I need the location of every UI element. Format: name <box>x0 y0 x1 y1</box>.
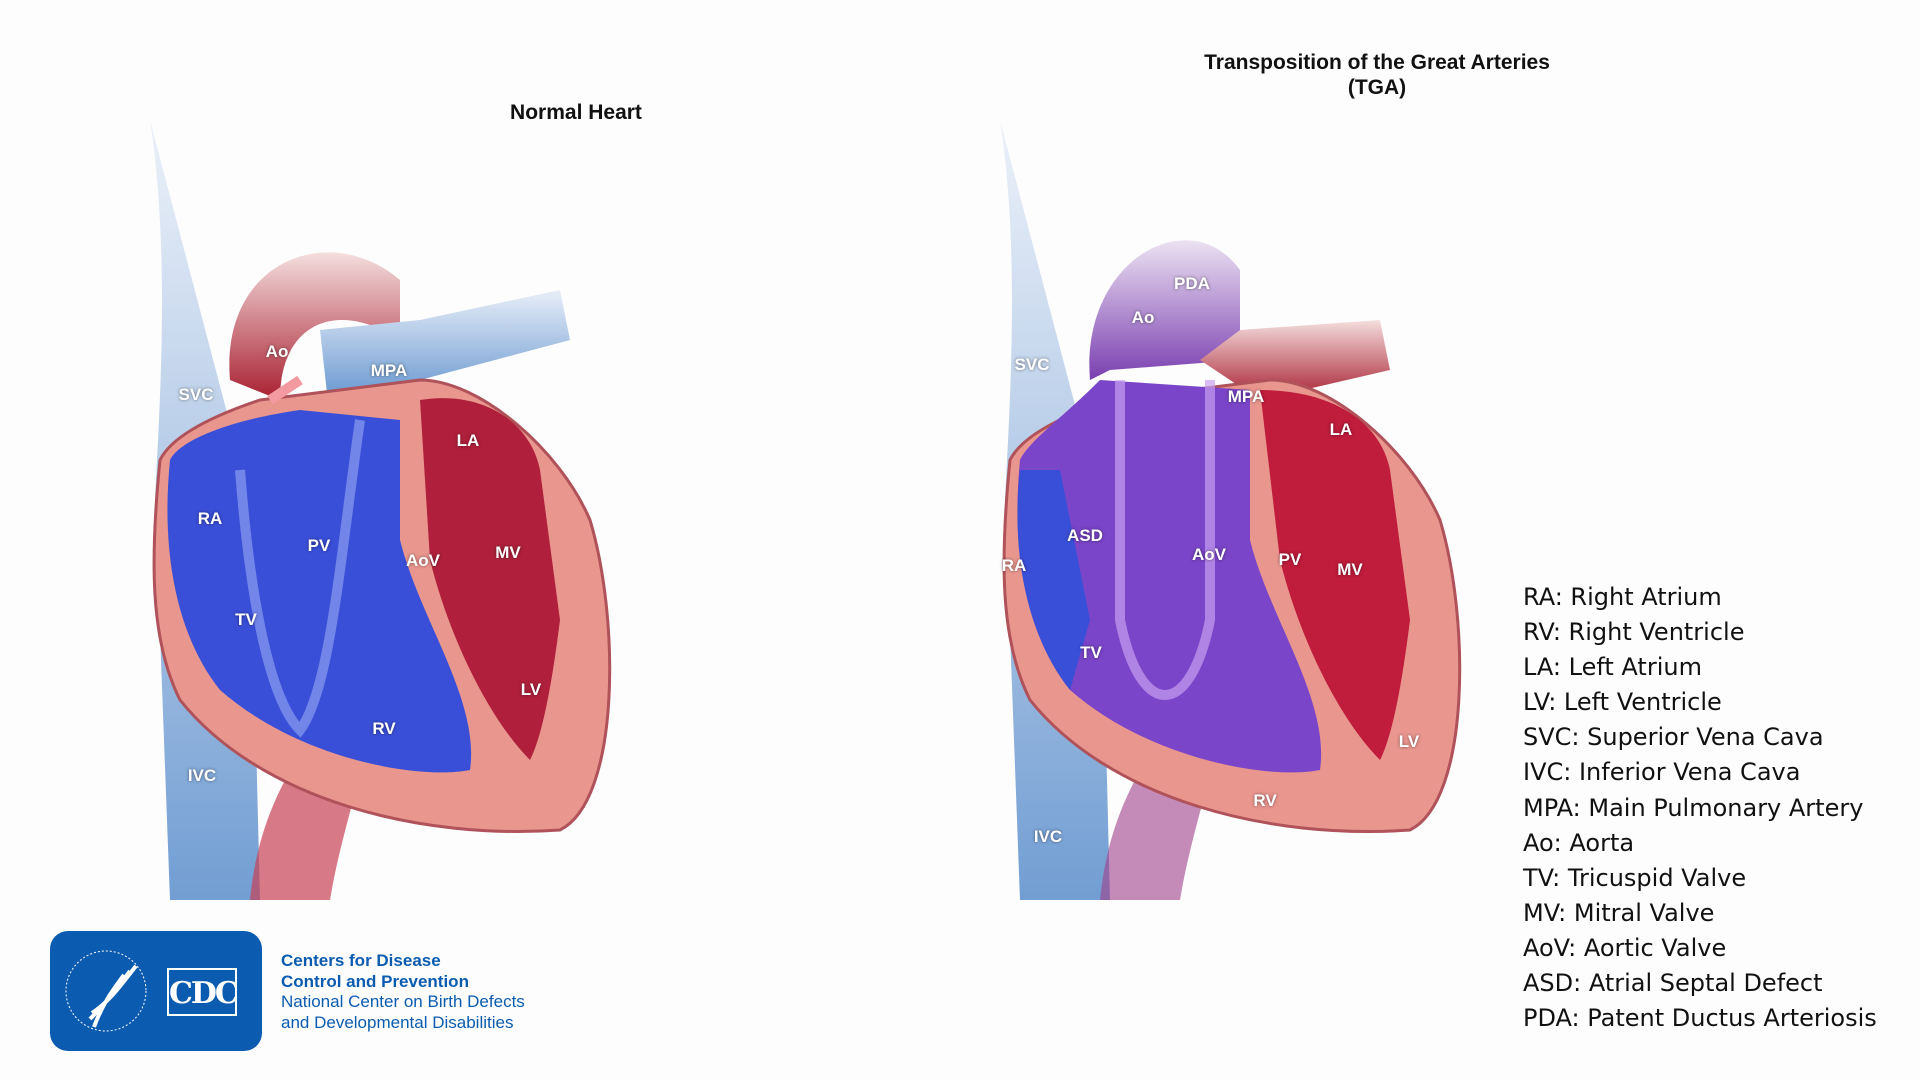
legend-item: SVC: Superior Vena Cava <box>1523 723 1824 752</box>
tga-heart-diagram <box>1000 120 1462 900</box>
label-mv: MV <box>495 543 521 562</box>
cdc-org-text: Centers for Disease Control and Preventi… <box>281 951 525 1033</box>
cdc-logo: CDC <box>50 931 262 1051</box>
label-tv: TV <box>1080 643 1102 662</box>
normal-heart-title: Normal Heart <box>510 101 642 124</box>
label-rv: RV <box>372 719 396 738</box>
label-aov: AoV <box>406 551 440 570</box>
label-pv: PV <box>1278 550 1302 569</box>
hhs-eagle-seal-icon <box>65 950 147 1032</box>
label-la: LA <box>456 431 480 450</box>
legend-item: PDA: Patent Ductus Arteriosis <box>1523 1004 1877 1033</box>
org-line3: National Center on Birth Defects <box>281 992 525 1011</box>
label-ivc: IVC <box>187 766 217 785</box>
label-ra: RA <box>197 509 223 528</box>
normal-heart-diagram <box>150 120 612 900</box>
label-ra: RA <box>1001 556 1027 575</box>
legend-item: IVC: Inferior Vena Cava <box>1523 758 1801 787</box>
label-rv: RV <box>1253 791 1277 810</box>
label-mv: MV <box>1337 560 1363 579</box>
abbreviation-legend: RA: Right Atrium RV: Right Ventricle LA:… <box>1523 580 1877 1036</box>
label-svc: SVC <box>1014 355 1050 374</box>
label-mpa: MPA <box>370 361 408 380</box>
legend-item: LA: Left Atrium <box>1523 653 1702 682</box>
tga-title: Transposition of the Great Arteries (TGA… <box>1204 50 1550 100</box>
org-line4: and Developmental Disabilities <box>281 1012 514 1032</box>
label-pv: PV <box>307 536 331 555</box>
label-mpa: MPA <box>1227 387 1265 406</box>
tga-title-line2: (TGA) <box>1347 76 1407 99</box>
cdc-wordmark: CDC <box>167 968 239 1016</box>
legend-item: TV: Tricuspid Valve <box>1523 863 1747 892</box>
label-lv: LV <box>520 680 542 699</box>
legend-item: Ao: Aorta <box>1523 828 1635 857</box>
legend-item: MPA: Main Pulmonary Artery <box>1523 793 1864 822</box>
legend-item: AoV: Aortic Valve <box>1523 933 1727 962</box>
label-tv: TV <box>235 610 257 629</box>
label-aov: AoV <box>1192 545 1226 564</box>
legend-item: RA: Right Atrium <box>1523 583 1722 611</box>
legend-item: LV: Left Ventricle <box>1523 688 1722 717</box>
legend-item: ASD: Atrial Septal Defect <box>1523 969 1823 998</box>
tga-title-line1: Transposition of the Great Arteries <box>1204 51 1550 74</box>
label-lv: LV <box>1398 732 1420 751</box>
label-ao: Ao <box>265 342 289 361</box>
label-ivc: IVC <box>1033 827 1063 846</box>
legend-item: RV: Right Ventricle <box>1523 618 1745 647</box>
org-line1: Centers for Disease <box>281 951 441 970</box>
label-asd: ASD <box>1067 526 1103 545</box>
label-la: LA <box>1329 420 1353 439</box>
legend-item: MV: Mitral Valve <box>1523 898 1715 927</box>
label-svc: SVC <box>178 385 214 404</box>
label-pda: PDA <box>1174 274 1210 293</box>
org-line2: Control and Prevention <box>281 971 469 991</box>
label-ao: Ao <box>1131 308 1155 327</box>
